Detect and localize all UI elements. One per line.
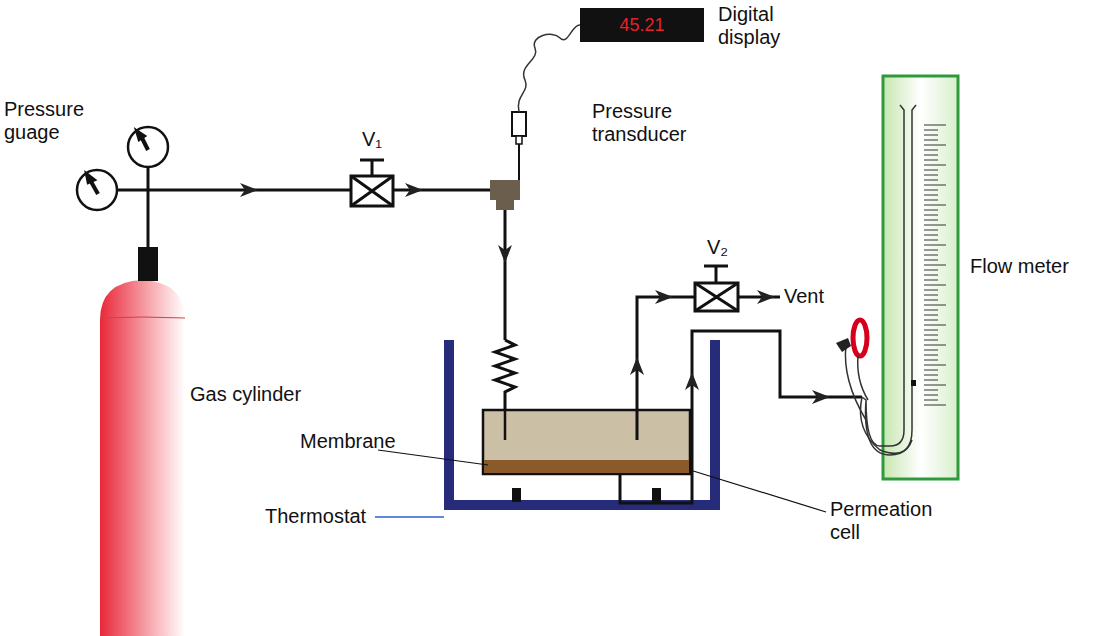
part-label: Membrane (300, 430, 400, 453)
membrane (484, 460, 689, 473)
part-label: V₂ (707, 236, 747, 259)
part-label: Gas cylinder (190, 383, 320, 406)
pressure-gauge (77, 127, 168, 210)
bubble-flow-meter (883, 76, 958, 479)
valve-v2 (695, 266, 738, 311)
cylinder-valve (138, 247, 158, 281)
rubber-bulb (853, 320, 867, 356)
digital-display: 45.21Digital display (580, 8, 704, 42)
part-label: Flow meter (970, 255, 1090, 278)
part-label: Thermostat (265, 505, 375, 528)
thermostat-bath (444, 340, 720, 510)
part-label: Vent (784, 285, 844, 308)
signal-cable (518, 25, 580, 112)
display-reading: 45.21 (580, 8, 704, 42)
permeation-cell (483, 410, 690, 474)
part-label: Pressure guage (4, 98, 94, 144)
pressure-transducer (512, 112, 526, 136)
gas-cylinder (100, 280, 185, 636)
part-label: Pressure transducer (592, 100, 712, 146)
valve-v1 (351, 160, 393, 206)
part-label: V₁ (362, 128, 402, 151)
display-label: Digital display (718, 3, 798, 49)
part-label: Permeation cell (830, 498, 930, 544)
tee-fitting (490, 180, 520, 210)
